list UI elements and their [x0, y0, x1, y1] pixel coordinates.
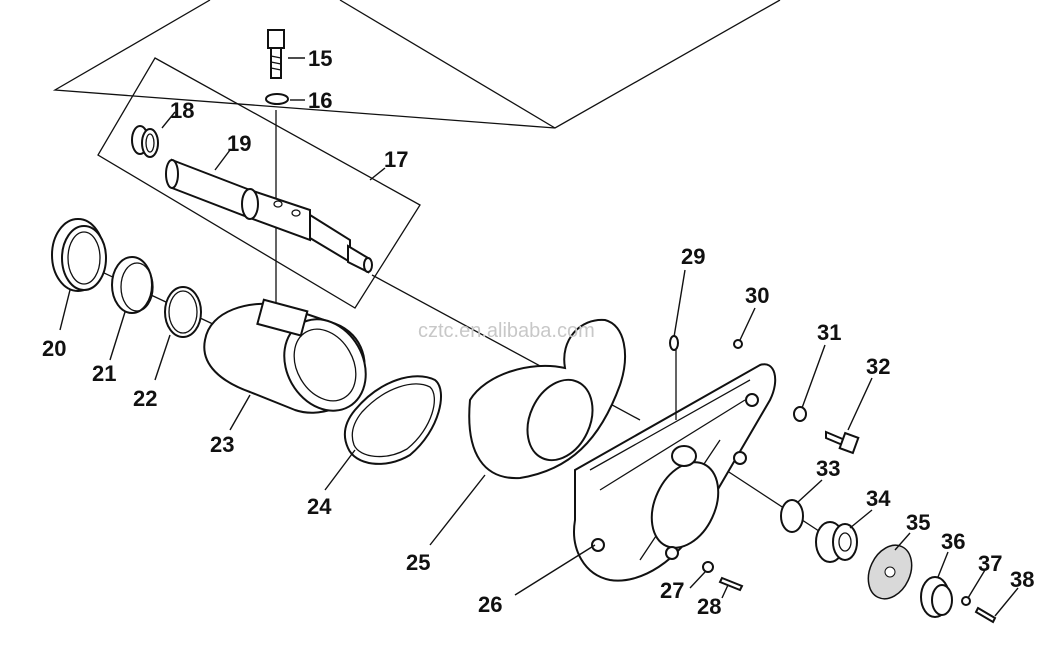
plate-35 — [867, 544, 913, 600]
callout-19: 19 — [227, 131, 251, 156]
nut-27 — [702, 561, 714, 573]
assembly-frame — [52, 0, 781, 129]
callout-36: 36 — [941, 529, 965, 554]
callout-28: 28 — [697, 594, 721, 619]
seal-20 — [51, 218, 107, 292]
callout-35: 35 — [906, 510, 930, 535]
callout-20: 20 — [42, 336, 66, 361]
breather-29 — [669, 335, 679, 420]
callout-30: 30 — [745, 283, 769, 308]
callout-21: 21 — [92, 361, 116, 386]
housing-23 — [203, 298, 367, 414]
hub-36 — [920, 576, 953, 618]
callout-22: 22 — [133, 386, 157, 411]
oring-22 — [164, 286, 202, 338]
callout-33: 33 — [816, 456, 840, 481]
callout-16: 16 — [308, 88, 332, 113]
oring-33 — [780, 499, 804, 533]
nut-37 — [961, 596, 971, 606]
washer-16 — [265, 93, 289, 105]
callout-29: 29 — [681, 244, 705, 269]
leader-lines — [59, 57, 1019, 617]
gasket-24 — [343, 375, 443, 465]
watermark: cztc.en.alibaba.com — [418, 320, 595, 342]
washer-31 — [793, 406, 807, 422]
screw-30 — [733, 339, 743, 349]
callout-25: 25 — [406, 550, 430, 575]
callout-24: 24 — [307, 494, 332, 519]
ring-21 — [111, 256, 154, 314]
callout-15: 15 — [308, 46, 332, 71]
callout-27: 27 — [660, 578, 684, 603]
bolt-32 — [825, 430, 860, 455]
cover-26 — [573, 363, 777, 582]
callout-38: 38 — [1010, 567, 1034, 592]
bolt-15 — [267, 29, 285, 79]
screw-28 — [718, 576, 744, 592]
gasket-plate-25 — [468, 318, 626, 480]
callout-26: 26 — [478, 592, 502, 617]
screw-38 — [974, 606, 997, 624]
callout-37: 37 — [978, 551, 1002, 576]
callout-18: 18 — [170, 98, 194, 123]
callout-32: 32 — [866, 354, 890, 379]
shaft-subassembly-box — [97, 57, 421, 309]
callout-17: 17 — [384, 147, 408, 172]
callout-31: 31 — [817, 320, 841, 345]
callout-34: 34 — [866, 486, 891, 511]
shaft-19 — [165, 158, 373, 274]
bearing-cap-34 — [815, 521, 858, 563]
callout-23: 23 — [210, 432, 234, 457]
bushing-18 — [131, 125, 159, 158]
